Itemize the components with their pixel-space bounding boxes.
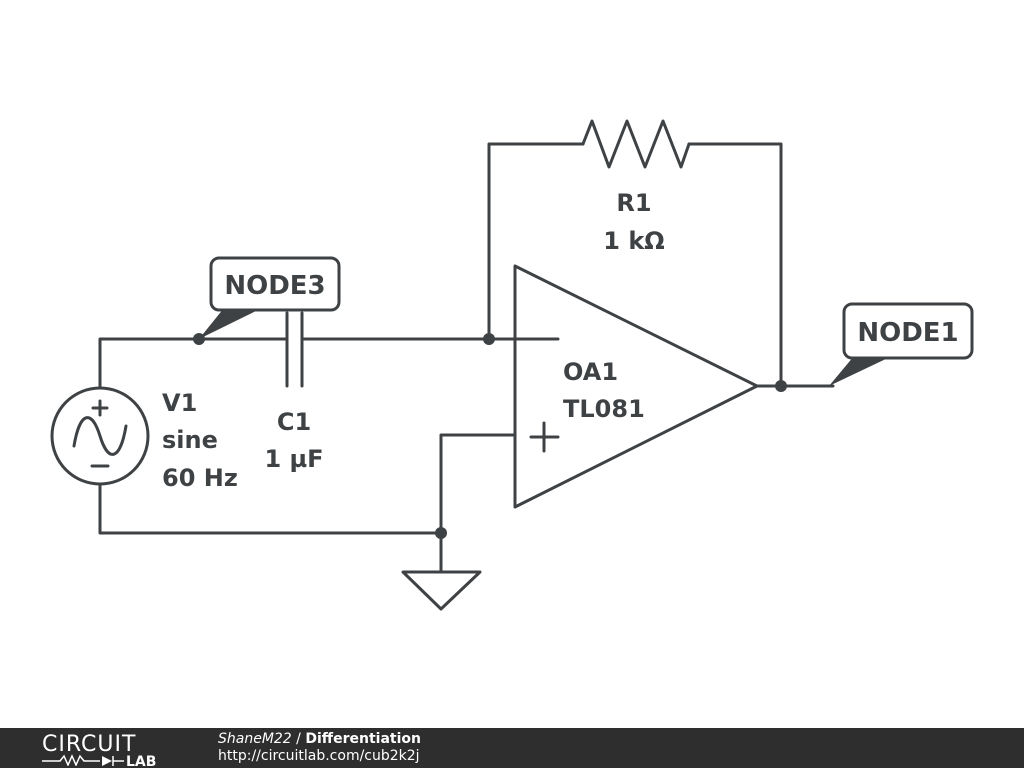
circuitlab-logo[interactable]: CIRCUIT LAB: [40, 730, 180, 766]
junction-ground: [435, 527, 447, 539]
wire-noninverting: [439, 433, 517, 574]
junction-dots: [193, 333, 787, 539]
author-link[interactable]: ShaneM22: [218, 731, 292, 747]
node1-label: NODE1: [857, 318, 958, 348]
junction-inverting: [483, 333, 495, 345]
capacitor-value: 1 µF: [264, 445, 323, 473]
capacitor-name: C1: [277, 408, 311, 436]
node-tag-node3: NODE3: [199, 256, 341, 339]
source-name: V1: [162, 389, 197, 417]
circuit-url[interactable]: http://circuitlab.com/cub2k2j: [218, 748, 420, 764]
url-line[interactable]: http://circuitlab.com/cub2k2j: [218, 748, 420, 765]
wire-top-left: [98, 337, 287, 390]
logo-diode-icon: [102, 756, 112, 766]
opamp-model: TL081: [563, 395, 645, 423]
voltage-source-v1-symbol: [50, 386, 150, 486]
node-tag-node1: NODE1: [829, 302, 974, 386]
wire-feedback-right: [687, 142, 783, 388]
ground-symbol: [401, 570, 482, 611]
source-frequency: 60 Hz: [162, 464, 238, 492]
circuit-title[interactable]: Differentiation: [305, 731, 421, 747]
resistor-name: R1: [616, 189, 651, 217]
node3-label: NODE3: [224, 271, 325, 301]
source-type: sine: [162, 426, 218, 454]
credit-line: ShaneM22 / Differentiation: [218, 731, 421, 748]
opamp-oa1-symbol: [513, 264, 759, 509]
circuit-schematic: NODE3 NODE1 R1 1 kΩ C1 1 µF V1 sine 60 H…: [50, 119, 974, 611]
logo-text-top: CIRCUIT: [42, 732, 136, 757]
separator: /: [296, 731, 301, 747]
wire-bottom: [98, 482, 443, 535]
wire-feedback-left: [487, 142, 585, 341]
capacitor-c1-symbol: [285, 311, 304, 388]
resistor-value: 1 kΩ: [603, 227, 664, 255]
footer-bar: CIRCUIT LAB ShaneM22 / Differentiation h…: [0, 728, 1024, 768]
resistor-r1-symbol: [581, 119, 691, 169]
junction-output: [775, 380, 787, 392]
wires: [98, 142, 835, 574]
opamp-name: OA1: [563, 358, 618, 386]
logo-resistor-icon: [42, 754, 100, 766]
logo-text-bottom: LAB: [126, 754, 156, 766]
